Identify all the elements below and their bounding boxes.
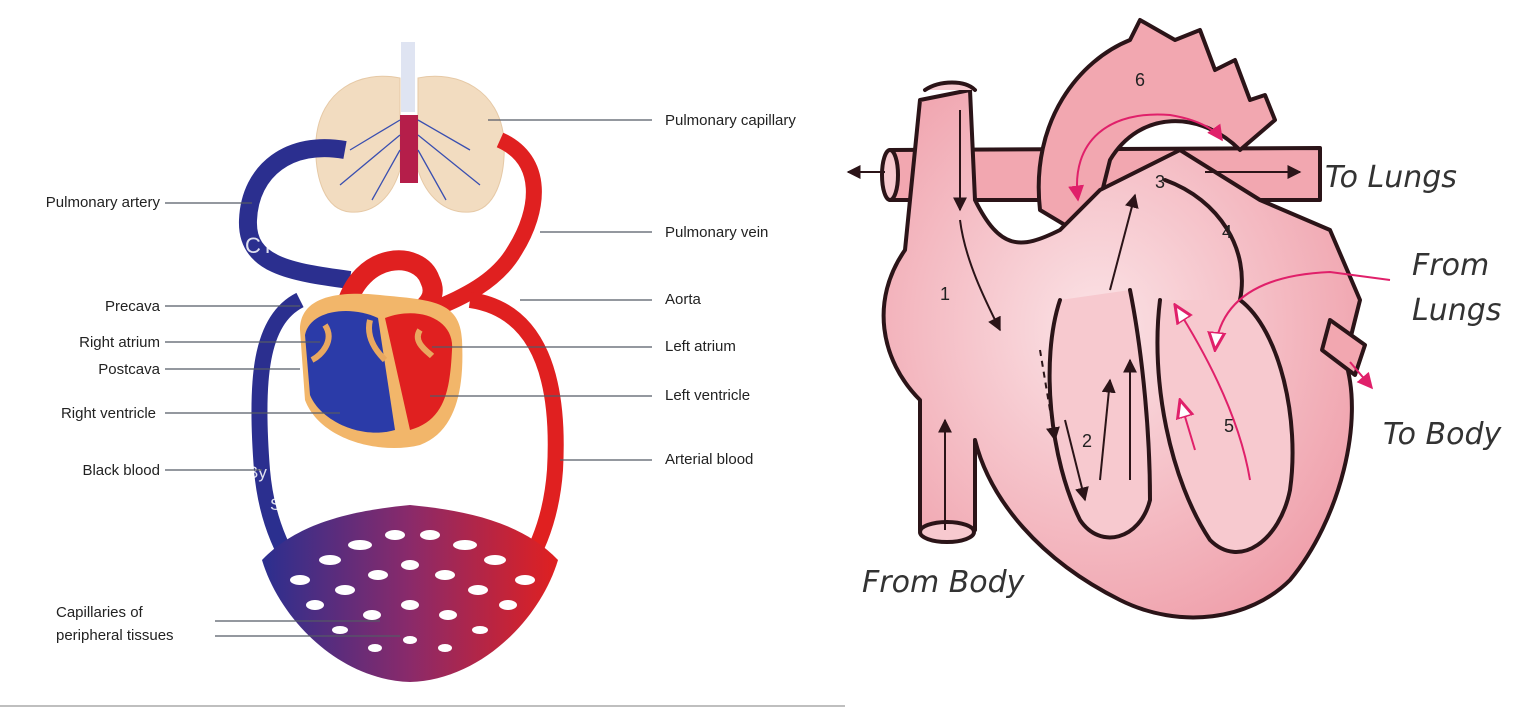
capillary-bed	[262, 505, 558, 682]
capillary-network	[262, 505, 558, 682]
label-pulmonary-capillary: Pulmonary capillary	[665, 112, 796, 129]
label-aorta: Aorta	[665, 291, 702, 308]
overlay-ghost-si: Si	[270, 495, 285, 514]
label-from-lungs-line1: From	[1412, 248, 1489, 283]
lungs	[315, 42, 505, 213]
left-ventricle-inner	[1155, 298, 1295, 554]
overlay-ghost-aristhi: aristhi	[452, 495, 497, 514]
pulmonary-pipe-end	[880, 148, 900, 202]
label-from-lungs-line2: Lungs	[1412, 293, 1501, 328]
vena-cava-bottom	[918, 520, 976, 544]
label-pulmonary-vein: Pulmonary vein	[665, 224, 768, 241]
bronchi	[400, 115, 418, 183]
circulation-diagram: CT By Si aristhi Pulmonary capillary Pul…	[0, 42, 845, 707]
left-heart	[385, 313, 453, 430]
vena-cava-top	[923, 80, 977, 92]
leader-lines	[165, 119, 652, 637]
chamber-number-2: 2	[1082, 431, 1092, 451]
label-left-atrium: Left atrium	[665, 338, 736, 355]
pulmonary-artery-vessel	[239, 139, 352, 289]
chamber-number-6: 6	[1135, 70, 1145, 90]
label-precava: Precava	[105, 298, 161, 315]
overlay-ghost-by: By	[247, 463, 267, 482]
aorta-outlet	[1320, 318, 1367, 377]
heart-flow-diagram: 1 2 3 4 5 6 To Lungs From Lungs To Body …	[846, 18, 1502, 620]
left-lung	[315, 75, 401, 213]
label-postcava: Postcava	[98, 361, 160, 378]
label-left-ventricle: Left ventricle	[665, 387, 750, 404]
label-capillaries-line1: Capillaries of	[56, 604, 144, 621]
overlay-ghost-ct: CT	[245, 233, 274, 258]
heart	[300, 293, 463, 448]
trachea	[401, 42, 415, 112]
label-from-body: From Body	[862, 565, 1026, 600]
chamber-number-1: 1	[940, 284, 950, 304]
right-ventricle-inner	[1047, 288, 1152, 540]
chamber-number-5: 5	[1224, 416, 1234, 436]
label-to-lungs: To Lungs	[1325, 160, 1457, 195]
capillary-holes	[290, 530, 535, 652]
heart-valves	[310, 319, 435, 363]
pulmonary-vein-vessel	[428, 132, 542, 318]
label-to-body: To Body	[1383, 417, 1502, 452]
chamber-number-3: 3	[1155, 172, 1165, 192]
chamber-number-4: 4	[1222, 222, 1232, 242]
oxygenated-flow-arrows	[1068, 113, 1391, 481]
label-right-ventricle: Right ventricle	[61, 405, 156, 422]
lung-vessels	[339, 119, 481, 201]
label-black-blood: Black blood	[82, 462, 160, 479]
label-capillaries-line2: peripheral tissues	[56, 627, 174, 644]
label-pulmonary-artery: Pulmonary artery	[46, 194, 161, 211]
label-right-atrium: Right atrium	[79, 334, 160, 351]
label-arterial-blood: Arterial blood	[665, 451, 753, 468]
